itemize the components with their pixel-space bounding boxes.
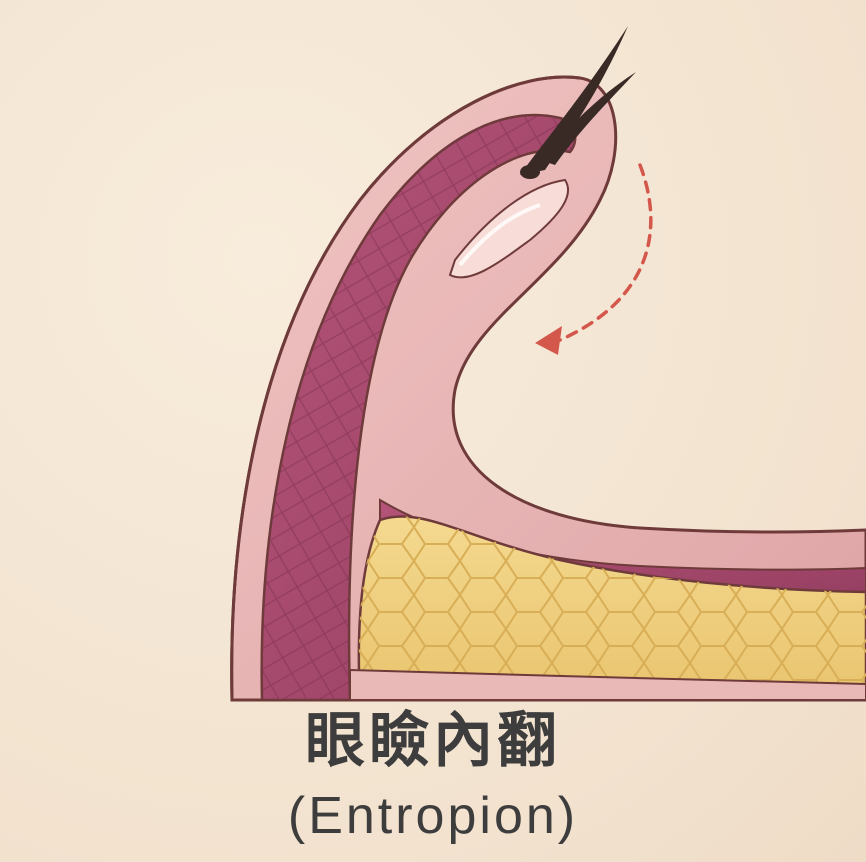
curved-dashed-arrow-icon (535, 163, 653, 355)
eyelash-icon (520, 26, 636, 179)
diagram-subtitle: (Entropion) (287, 787, 579, 845)
diagram-title: 眼瞼內翻 (305, 706, 561, 776)
